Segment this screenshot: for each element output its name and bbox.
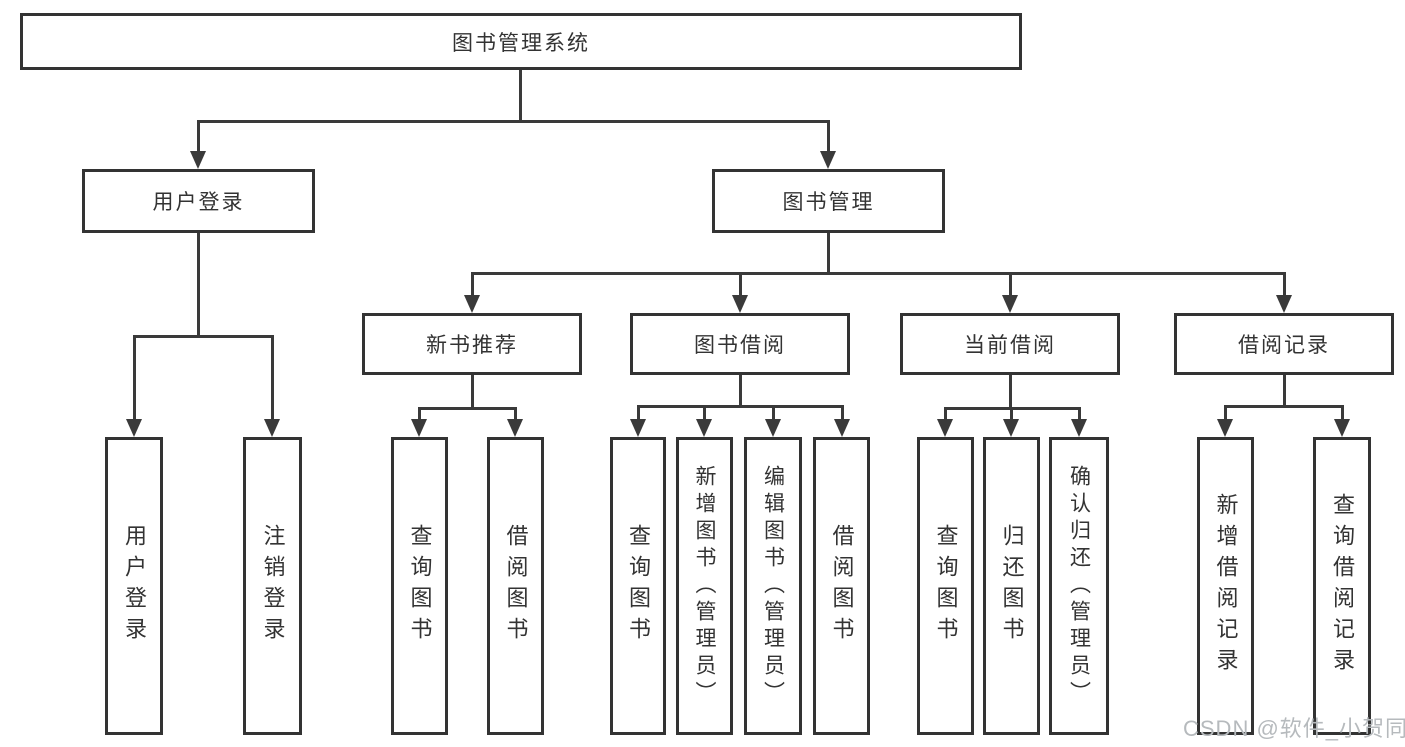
arrowhead <box>464 295 480 313</box>
connector-stem <box>703 405 706 421</box>
leaf-logout: 注销登录 <box>243 437 302 735</box>
connector-stem <box>133 335 136 421</box>
connector-trunk <box>1283 375 1286 407</box>
leaf-borrow-books: 借阅图书 <box>813 437 870 735</box>
connector-stem <box>471 272 474 297</box>
leaf-label: 确认归还（管理员） <box>1067 464 1091 708</box>
arrowhead <box>732 295 748 313</box>
connector-userlogin-bar <box>133 335 274 338</box>
leaf-return-books: 归还图书 <box>983 437 1040 735</box>
leaf-label: 归还图书 <box>999 524 1025 648</box>
connector-stem <box>1341 405 1344 421</box>
node-label: 用户登录 <box>152 191 245 214</box>
leaf-query-borrow-record: 查询借阅记录 <box>1313 437 1371 735</box>
leaf-add-borrow-record: 新增借阅记录 <box>1197 437 1254 735</box>
arrowhead <box>1003 419 1019 437</box>
connector-stem <box>514 407 517 421</box>
leaf-label: 借阅图书 <box>503 524 529 648</box>
leaf-label: 编辑图书（管理员） <box>761 464 785 708</box>
leaf-label: 新增借阅记录 <box>1213 493 1239 679</box>
arrowhead <box>834 419 850 437</box>
connector-stem <box>739 272 742 297</box>
leaf-user-login: 用户登录 <box>105 437 163 735</box>
arrowhead <box>1071 419 1087 437</box>
leaf-label: 查询图书 <box>626 524 651 648</box>
node-label: 借阅记录 <box>1238 334 1330 357</box>
connector-stem <box>271 335 274 421</box>
connector-stem <box>1078 407 1081 421</box>
leaf-label: 查询图书 <box>933 524 959 648</box>
connector-stem <box>1009 272 1012 297</box>
node-label: 当前借阅 <box>964 334 1056 357</box>
connector-stem <box>841 405 844 421</box>
connector-stem <box>418 407 421 421</box>
connector-trunk <box>739 375 742 407</box>
connector-stem <box>1283 272 1286 297</box>
arrowhead <box>1334 419 1350 437</box>
node-label: 图书借阅 <box>694 334 786 357</box>
arrowhead <box>264 419 280 437</box>
connector-stem <box>637 405 640 421</box>
connector-userlogin-trunk <box>197 233 200 338</box>
connector-trunk <box>1009 375 1012 409</box>
node-user-login: 用户登录 <box>82 169 315 233</box>
node-current-borrow: 当前借阅 <box>900 313 1120 375</box>
arrowhead <box>765 419 781 437</box>
leaf-query-books-borrow: 查询图书 <box>610 437 666 735</box>
node-label: 新书推荐 <box>426 334 518 357</box>
connector-level3-bar <box>471 272 1286 275</box>
leaf-label: 用户登录 <box>122 524 147 648</box>
connector-bookmgmt-trunk <box>827 233 830 275</box>
leaf-query-books-recommend: 查询图书 <box>391 437 448 735</box>
arrowhead <box>696 419 712 437</box>
arrowhead <box>1276 295 1292 313</box>
arrowhead <box>1002 295 1018 313</box>
connector-stem <box>827 120 830 154</box>
connector-stem <box>1010 407 1013 421</box>
leaf-add-books-admin: 新增图书（管理员） <box>676 437 733 735</box>
arrowhead <box>1217 419 1233 437</box>
node-label: 图书管理 <box>782 191 875 214</box>
node-label: 图书管理系统 <box>452 31 590 55</box>
connector-root-trunk <box>519 70 522 123</box>
leaf-label: 注销登录 <box>260 524 286 648</box>
connector-bar <box>1224 405 1343 408</box>
leaf-confirm-return-admin: 确认归还（管理员） <box>1049 437 1109 735</box>
connector-level2-bar <box>197 120 829 123</box>
connector-bar <box>418 407 517 410</box>
leaf-label: 查询图书 <box>407 524 433 648</box>
leaf-label: 新增图书（管理员） <box>693 464 716 708</box>
arrowhead <box>630 419 646 437</box>
arrowhead <box>937 419 953 437</box>
connector-stem <box>944 407 947 421</box>
leaf-label: 借阅图书 <box>829 524 855 648</box>
arrowhead <box>126 419 142 437</box>
leaf-query-books-current: 查询图书 <box>917 437 974 735</box>
node-book-management: 图书管理 <box>712 169 945 233</box>
connector-stem <box>197 120 200 154</box>
node-library-system: 图书管理系统 <box>20 13 1022 70</box>
connector-stem <box>772 405 775 421</box>
arrowhead <box>820 151 836 169</box>
leaf-borrow-books-recommend: 借阅图书 <box>487 437 544 735</box>
leaf-label: 查询借阅记录 <box>1330 493 1355 679</box>
arrowhead <box>507 419 523 437</box>
csdn-watermark: CSDN @软件_小贺同学 <box>1183 716 1405 741</box>
node-new-book-recommend: 新书推荐 <box>362 313 582 375</box>
leaf-edit-books-admin: 编辑图书（管理员） <box>744 437 802 735</box>
node-borrow-record: 借阅记录 <box>1174 313 1394 375</box>
arrowhead <box>190 151 206 169</box>
arrowhead <box>411 419 427 437</box>
connector-bar <box>637 405 843 408</box>
connector-stem <box>1224 405 1227 421</box>
connector-trunk <box>471 375 474 409</box>
node-book-borrow: 图书借阅 <box>630 313 850 375</box>
